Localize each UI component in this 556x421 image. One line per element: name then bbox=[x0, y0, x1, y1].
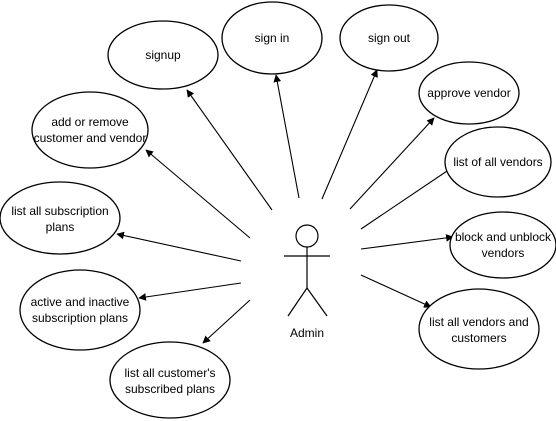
arrow-to-signup bbox=[186, 89, 273, 211]
use-case-add-remove[interactable]: add or remove customer and vendor bbox=[31, 91, 149, 169]
use-case-block-unblock-vendors[interactable]: block and unblock vendors bbox=[449, 211, 556, 279]
associations bbox=[116, 69, 454, 344]
use-case-label: signup bbox=[145, 48, 181, 62]
arrow-to-block-unblock bbox=[360, 234, 454, 250]
use-case-list-vendors-customers[interactable]: list all vendors and customers bbox=[418, 288, 540, 370]
use-case-label-line-1: list all vendors and bbox=[429, 315, 528, 329]
use-case-label-line-1: list all customer's bbox=[125, 366, 216, 380]
use-case-sign-in[interactable]: sign in bbox=[221, 1, 323, 75]
use-case-label: approve vendor bbox=[427, 86, 510, 100]
actor-right-leg bbox=[306, 287, 328, 317]
use-case-label: sign in bbox=[255, 31, 290, 45]
actor-admin[interactable]: Admin bbox=[284, 224, 330, 340]
use-case-label-line-2: customer and vendor bbox=[34, 131, 147, 145]
use-case-label-line-1: list all subscription bbox=[11, 204, 108, 218]
use-case-label-line-2: subscription plans bbox=[32, 311, 128, 325]
use-case-label-line-1: add or remove bbox=[51, 115, 129, 129]
actor-left-leg bbox=[287, 287, 308, 317]
actor-head bbox=[295, 224, 319, 248]
use-case-signup[interactable]: signup bbox=[107, 20, 219, 90]
use-case-label-line-2: subscribed plans bbox=[125, 382, 215, 396]
arrow-to-active-inactive bbox=[138, 282, 242, 301]
use-case-list-of-all-vendors[interactable]: list of all vendors bbox=[444, 126, 552, 198]
arrow-to-sign-out bbox=[321, 69, 378, 200]
use-case-list-subscription-plans[interactable]: list all subscription plans bbox=[0, 181, 121, 255]
use-case-list-customers-subscribed-plans[interactable]: list all customer's subscribed plans bbox=[109, 341, 231, 419]
use-case-label-line-2: customers bbox=[451, 331, 506, 345]
use-case-label: list of all vendors bbox=[453, 155, 542, 169]
use-case-label-line-1: active and inactive bbox=[31, 295, 130, 309]
use-case-label-line-1: block and unblock bbox=[455, 230, 552, 244]
arrow-to-vendors-customers bbox=[360, 274, 432, 308]
use-case-label: sign out bbox=[368, 31, 411, 45]
arrow-to-list-subscription-plans bbox=[116, 231, 242, 262]
arrow-to-customers-subscribed bbox=[202, 299, 251, 344]
use-case-label-line-2: plans bbox=[46, 220, 75, 234]
arrow-to-add-remove bbox=[145, 149, 251, 239]
actor-label: Admin bbox=[290, 326, 324, 340]
use-case-approve-vendor[interactable]: approve vendor bbox=[418, 61, 520, 125]
arrow-to-list-of-all-vendors bbox=[360, 166, 454, 230]
arrow-to-approve-vendor bbox=[349, 117, 435, 210]
use-case-sign-out[interactable]: sign out bbox=[339, 4, 439, 72]
use-case-active-inactive-plans[interactable]: active and inactive subscription plans bbox=[19, 269, 141, 351]
use-case-label-line-2: vendors bbox=[482, 246, 525, 260]
arrow-to-sign-in bbox=[273, 74, 300, 199]
